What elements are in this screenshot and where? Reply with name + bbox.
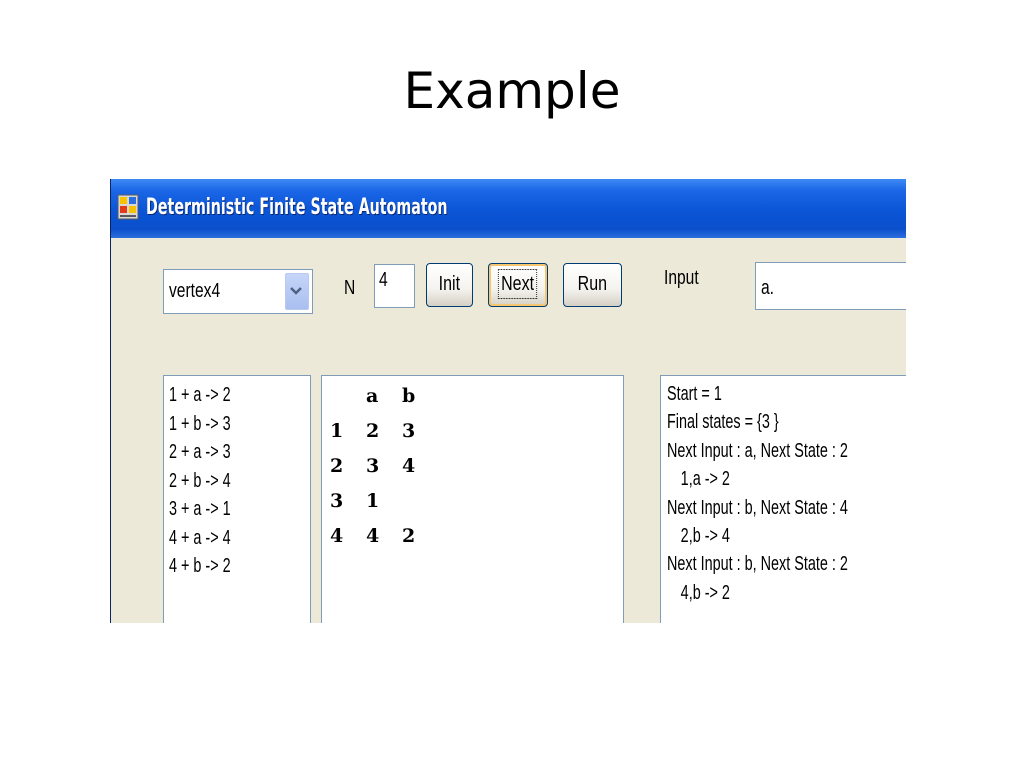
n-input[interactable]: 4 <box>374 264 415 308</box>
rules-list[interactable]: 1 + a -> 2 1 + b -> 3 2 + a -> 3 2 + b -… <box>163 375 311 623</box>
transition-table[interactable]: a b 1 2 3 2 3 4 3 1 4 4 2 <box>321 375 624 623</box>
init-button[interactable]: Init <box>426 263 473 307</box>
log-line: Next Input : a, Next State : 2 <box>667 439 848 462</box>
rule-item[interactable]: 2 + a -> 3 <box>169 441 231 463</box>
vertex-select-value: vertex4 <box>169 280 221 302</box>
table-row-state: 3 <box>330 490 344 512</box>
rule-item[interactable]: 2 + b -> 4 <box>169 469 231 492</box>
table-cell: 1 <box>366 490 380 512</box>
next-button-label: Next <box>498 269 538 299</box>
rule-item[interactable]: 1 + b -> 3 <box>169 412 231 435</box>
table-header-b: b <box>402 385 416 407</box>
rule-item[interactable]: 1 + a -> 2 <box>169 384 231 406</box>
app-window: Deterministic Finite State Automaton ver… <box>110 179 906 623</box>
table-cell: 4 <box>402 455 416 477</box>
input-field-value: a. <box>761 277 775 299</box>
input-field[interactable]: a. <box>755 262 906 310</box>
rule-item[interactable]: 3 + a -> 1 <box>169 498 231 520</box>
table-row-state: 4 <box>330 525 344 547</box>
app-window-icon <box>117 194 139 220</box>
run-button-label: Run <box>577 273 608 295</box>
run-button[interactable]: Run <box>563 263 622 307</box>
log-line: Start = 1 <box>667 383 722 405</box>
init-button-label: Init <box>438 273 461 295</box>
log-line: Next Input : b, Next State : 2 <box>667 553 848 576</box>
input-label: Input <box>664 267 699 289</box>
log-line: 2,b -> 4 <box>680 524 730 547</box>
slide-title: Example <box>403 62 621 120</box>
table-row-state: 2 <box>330 455 344 477</box>
chevron-down-icon <box>290 287 302 295</box>
log-line: 4,b -> 2 <box>680 581 730 604</box>
table-cell: 4 <box>366 525 380 547</box>
n-label: N <box>344 277 356 299</box>
next-button[interactable]: Next <box>488 263 548 307</box>
log-line: Final states = {3 } <box>667 411 779 434</box>
table-header-a: a <box>366 385 379 407</box>
rule-item[interactable]: 4 + a -> 4 <box>169 526 231 549</box>
log-line: Next Input : b, Next State : 4 <box>667 496 848 519</box>
output-log[interactable]: Start = 1 Final states = {3 } Next Input… <box>660 375 906 623</box>
dropdown-button[interactable] <box>285 273 309 310</box>
table-cell: 3 <box>366 455 380 477</box>
table-cell: 2 <box>366 420 380 442</box>
table-cell: 3 <box>402 420 416 442</box>
n-input-value: 4 <box>379 269 388 291</box>
rule-item[interactable]: 4 + b -> 2 <box>169 555 231 577</box>
vertex-select[interactable]: vertex4 <box>163 269 313 314</box>
log-line: 1,a -> 2 <box>680 468 730 491</box>
title-bar[interactable]: Deterministic Finite State Automaton <box>111 179 906 238</box>
window-title: Deterministic Finite State Automaton <box>146 195 448 220</box>
table-cell: 2 <box>402 525 416 547</box>
table-row-state: 1 <box>330 420 344 442</box>
